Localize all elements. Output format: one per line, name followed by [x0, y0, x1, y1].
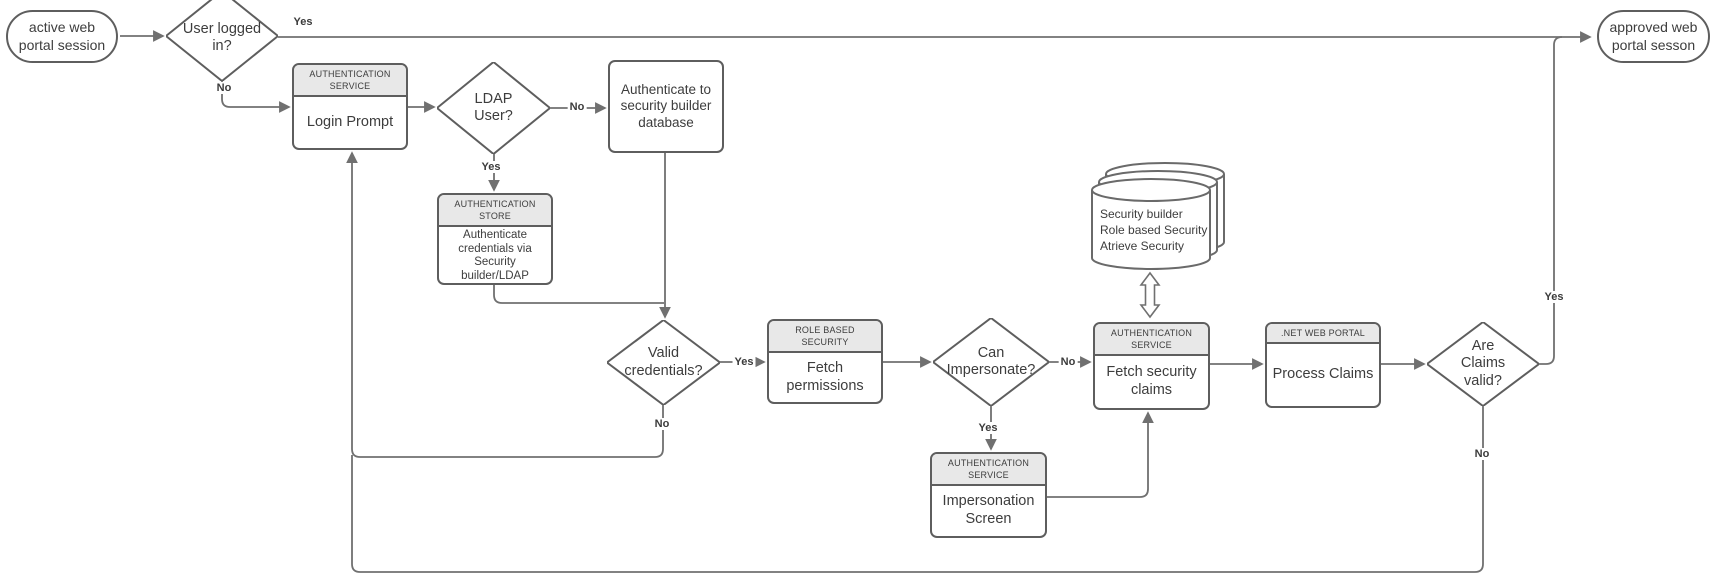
decision-user-logged-in: User logged in?: [166, 0, 278, 81]
terminator-start: active web portal session: [6, 10, 118, 63]
edge-label-impersonate-no: No: [1058, 356, 1078, 368]
decision-ldap-user: LDAP User?: [437, 62, 550, 154]
decision-can-impersonate: Can Impersonate?: [933, 318, 1049, 406]
edge-label-claims-yes: Yes: [1542, 291, 1566, 303]
process-authenticate-sb-database: Authenticate to security builder databas…: [608, 60, 724, 153]
terminator-start-label: active web portal session: [18, 19, 106, 53]
edge-label-ldap-yes: Yes: [479, 161, 503, 173]
decision-valid-credentials: Valid credentials?: [607, 320, 720, 405]
process-process-claims: .NET WEB PORTAL Process Claims: [1265, 322, 1381, 408]
process-header: ROLE BASED SECURITY: [769, 321, 881, 354]
database-label-line: Security builder: [1100, 207, 1183, 221]
decision-label: LDAP User?: [474, 90, 513, 124]
database-label: Security builder Role based Security Atr…: [1100, 206, 1212, 254]
process-auth-store: AUTHENTICATION STORE Authenticate creden…: [437, 193, 553, 285]
edge-claimsvalid-no-loop: [351, 406, 1484, 573]
decision-label: Valid credentials?: [624, 345, 703, 379]
edge-label-valid-yes: Yes: [732, 356, 756, 368]
edge-validcred-no-to-login: [346, 151, 664, 458]
process-label: Login Prompt: [306, 113, 394, 130]
edge-screen-to-fetchclaims: [1047, 411, 1154, 498]
process-login-prompt: AUTHENTICATION SERVICE Login Prompt: [292, 63, 408, 150]
edge-logged-in-no-to-login: [221, 80, 291, 113]
process-fetch-security-claims: AUTHENTICATION SERVICE Fetch security cl…: [1093, 322, 1210, 410]
edge-label-valid-no: No: [652, 418, 672, 430]
double-arrow-connector: [1139, 271, 1161, 319]
database-label-line: Role based Security: [1100, 223, 1208, 237]
edge-label-logged-in-yes: Yes: [291, 16, 315, 28]
process-label: Process Claims: [1272, 366, 1374, 383]
terminator-end: approved web portal sesson: [1597, 10, 1710, 63]
decision-label: User logged in?: [182, 20, 262, 54]
process-label: Fetch permissions: [786, 359, 864, 394]
process-header: AUTHENTICATION SERVICE: [1095, 324, 1208, 357]
database-cylinder-icon: [1091, 162, 1225, 270]
edge-label-ldap-no: No: [567, 101, 587, 113]
process-label: Fetch security claims: [1106, 364, 1197, 399]
process-fetch-permissions: ROLE BASED SECURITY Fetch permissions: [767, 319, 883, 404]
edge-store-to-validcred: [493, 285, 664, 304]
process-header: AUTHENTICATION STORE: [439, 195, 551, 228]
process-impersonation-screen: AUTHENTICATION SERVICE Impersonation Scr…: [930, 452, 1047, 538]
process-label: Authenticate to security builder databas…: [620, 81, 712, 130]
process-label: Authenticate credentials via Security bu…: [458, 229, 532, 282]
edge-claimsvalid-yes-up: [1539, 36, 1563, 365]
decision-claims-valid: Are Claims valid?: [1427, 322, 1539, 406]
process-label: Impersonation Screen: [942, 493, 1035, 528]
edge-label-logged-in-no: No: [214, 82, 234, 94]
process-header: AUTHENTICATION SERVICE: [932, 454, 1045, 487]
process-header: .NET WEB PORTAL: [1267, 324, 1379, 345]
edge-label-claims-no: No: [1472, 448, 1492, 460]
decision-label: Can Impersonate?: [946, 344, 1036, 378]
process-header: AUTHENTICATION SERVICE: [294, 65, 406, 98]
decision-label: Are Claims valid?: [1460, 337, 1506, 389]
database-label-line: Atrieve Security: [1100, 239, 1185, 253]
edge-label-impersonate-yes: Yes: [976, 422, 1000, 434]
terminator-end-label: approved web portal sesson: [1609, 19, 1698, 53]
